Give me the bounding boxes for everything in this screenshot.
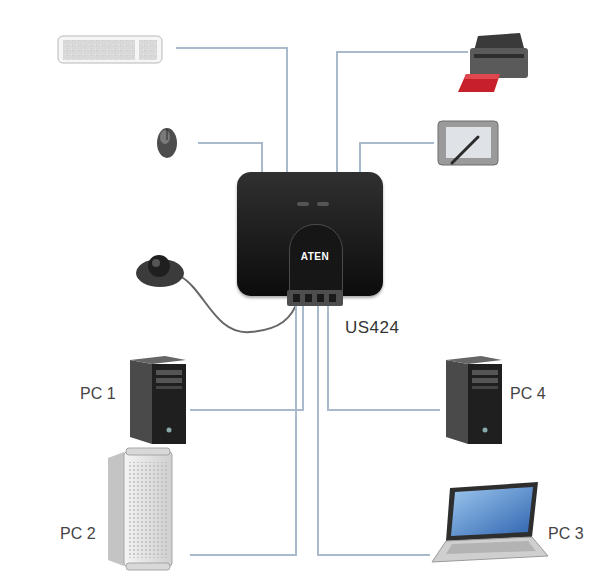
port-slot (317, 294, 324, 302)
computer-label: PC 2 (60, 525, 96, 543)
status-led (317, 202, 329, 206)
status-led (297, 202, 309, 206)
computer: PC 1 (70, 355, 190, 445)
usb-cable (328, 296, 440, 410)
computer: PC 3 (430, 480, 580, 570)
port-slot (329, 294, 336, 302)
model-name: US424 (345, 318, 399, 338)
usb-cable (176, 48, 468, 172)
computer: PC 4 (440, 355, 550, 445)
drawing-tablet (438, 121, 498, 165)
usb-switch: ATENUS424 (237, 172, 383, 296)
mouse (157, 128, 177, 158)
port-slot (305, 294, 312, 302)
computer: PC 2 (50, 445, 190, 570)
printer (458, 33, 528, 92)
usb-cable (318, 296, 430, 555)
usb-cable (190, 296, 296, 555)
usb-cable (190, 296, 303, 410)
usb-ports (287, 290, 343, 306)
laptop (432, 482, 548, 562)
computer-label: PC 1 (80, 385, 116, 403)
pc-tower (130, 356, 186, 444)
remote-button (136, 255, 184, 287)
pc-tower (446, 356, 502, 444)
computer-label: PC 3 (548, 525, 584, 543)
computer-label: PC 4 (510, 385, 546, 403)
keyboard (58, 36, 162, 63)
port-slot (293, 294, 300, 302)
workstation (108, 448, 172, 570)
brand-logo: ATEN (301, 251, 329, 262)
